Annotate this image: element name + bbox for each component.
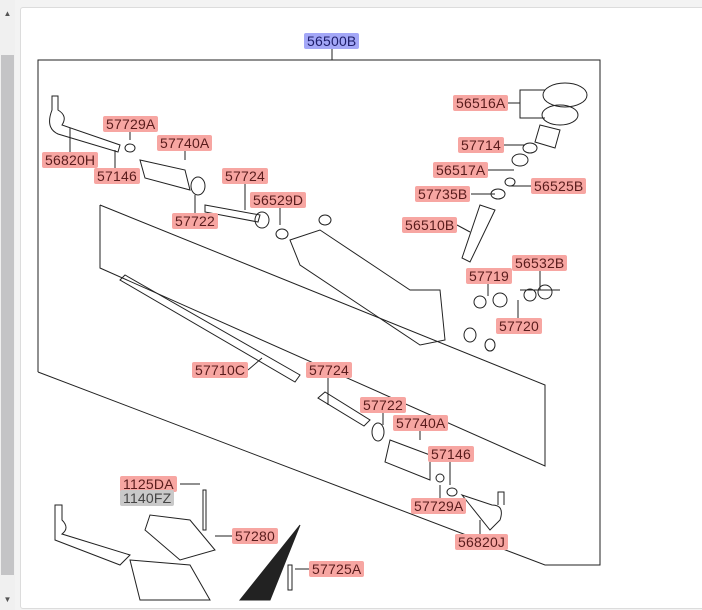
part-label-57710C[interactable]: 57710C	[192, 362, 249, 378]
part-label-57724[interactable]: 57724	[222, 168, 268, 184]
scrollbar-thumb[interactable]	[1, 55, 14, 575]
part-label-57146[interactable]: 57146	[94, 168, 140, 184]
part-label-57280[interactable]: 57280	[232, 528, 278, 544]
part-label-57735B[interactable]: 57735B	[415, 186, 471, 202]
part-label-56525B[interactable]: 56525B	[531, 178, 587, 194]
part-label-56517A[interactable]: 56517A	[433, 162, 489, 178]
part-label-57725A[interactable]: 57725A	[309, 561, 365, 577]
part-label-57714[interactable]: 57714	[458, 137, 504, 153]
part-label-56510B[interactable]: 56510B	[402, 217, 458, 233]
scroll-down-icon[interactable]: ▼	[3, 595, 12, 604]
part-label-57740A[interactable]: 57740A	[157, 135, 213, 151]
part-label-56516A[interactable]: 56516A	[453, 95, 509, 111]
part-label-57729A[interactable]: 57729A	[411, 498, 467, 514]
part-label-57720[interactable]: 57720	[496, 318, 542, 334]
assembly-frame	[37, 59, 601, 566]
part-label-1125DA[interactable]: 1125DA	[120, 476, 177, 492]
part-label-57729A[interactable]: 57729A	[103, 116, 159, 132]
part-label-56529D[interactable]: 56529D	[250, 192, 307, 208]
part-label-56820H[interactable]: 56820H	[42, 152, 99, 168]
assembly-label-56500B[interactable]: 56500B	[304, 33, 360, 49]
part-label-57740A[interactable]: 57740A	[393, 415, 449, 431]
diagram-panel	[20, 7, 702, 609]
vertical-scrollbar[interactable]: ▲ ▼	[0, 0, 15, 610]
part-label-57719[interactable]: 57719	[466, 268, 512, 284]
part-label-57722[interactable]: 57722	[360, 397, 406, 413]
part-label-57146[interactable]: 57146	[428, 446, 474, 462]
part-label-57724[interactable]: 57724	[306, 362, 352, 378]
part-label-57722[interactable]: 57722	[172, 213, 218, 229]
leader-lines	[69, 89, 560, 570]
part-shapes	[49, 82, 588, 601]
part-label-56532B[interactable]: 56532B	[512, 255, 568, 271]
part-label-56820J[interactable]: 56820J	[455, 534, 509, 550]
part-label-1140FZ: 1140FZ	[120, 490, 175, 506]
rack-box	[99, 204, 546, 467]
scroll-up-icon[interactable]: ▲	[3, 9, 12, 18]
